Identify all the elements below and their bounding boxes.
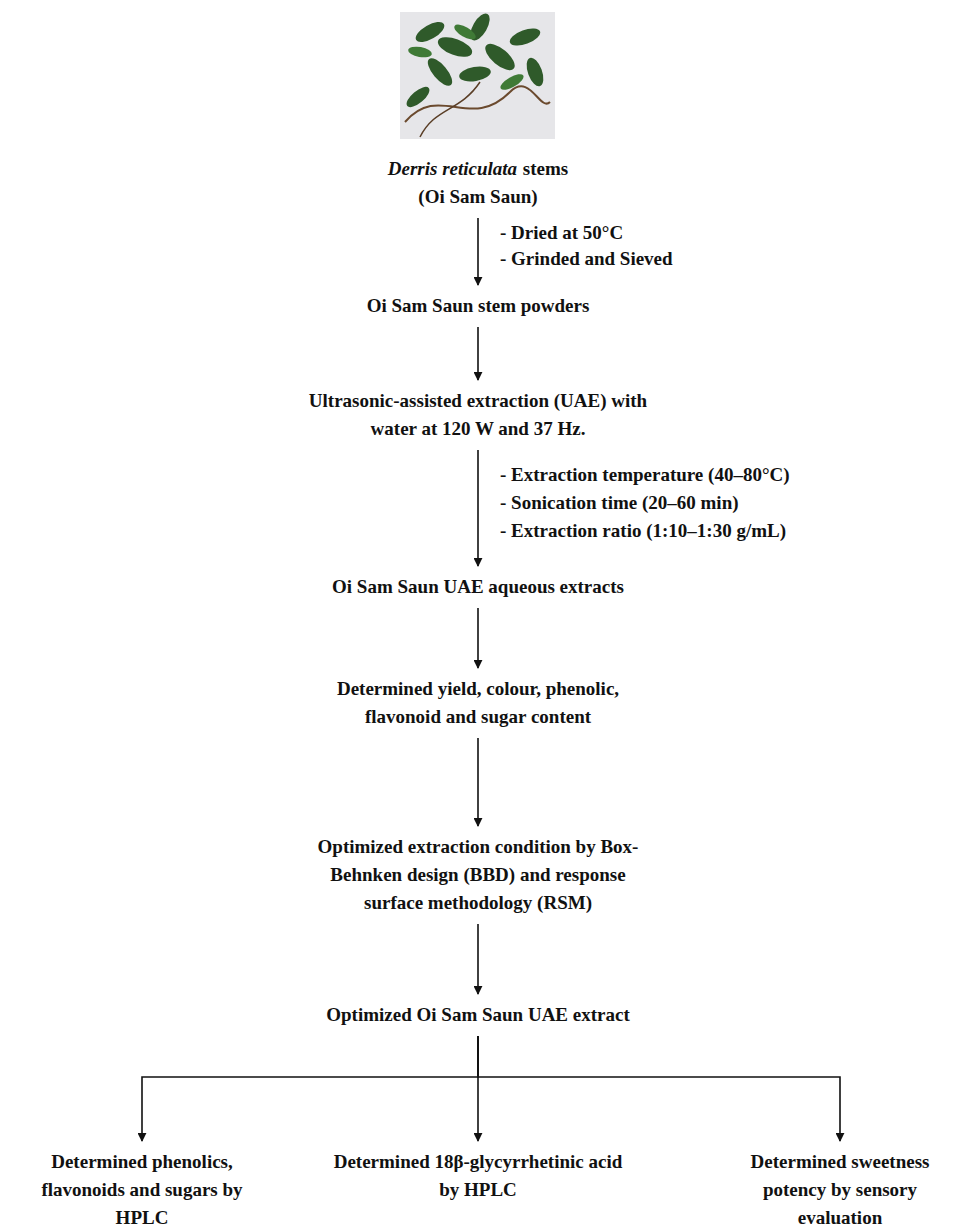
step-text: Derris reticulata <box>388 158 517 179</box>
step-text: Optimized Oi Sam Saun UAE extract <box>326 1004 629 1025</box>
flow-step: Oi Sam Saun stem powders <box>278 290 678 322</box>
step-note: - Extraction temperature (40–80°C) <box>500 462 790 488</box>
step-text: Determined 18β-glycyrrhetinic acid by HP… <box>334 1151 623 1200</box>
flow-step: Oi Sam Saun UAE aqueous extracts <box>268 571 688 603</box>
flow-step: Optimized Oi Sam Saun UAE extract <box>268 999 688 1031</box>
flow-arrow <box>477 327 479 380</box>
step-note: - Grinded and Sieved <box>500 246 673 272</box>
step-text: Determined sweetness potency by sensory … <box>751 1151 930 1228</box>
step-text: Ultrasonic-assisted extraction (UAE) wit… <box>309 390 647 439</box>
step-text: Optimized extraction condition by Box-Be… <box>318 836 639 913</box>
flow-arrow <box>478 1036 840 1141</box>
flow-arrow <box>477 608 479 668</box>
step-note: - Dried at 50°C <box>500 220 623 246</box>
flow-arrow <box>477 738 479 826</box>
flow-arrow <box>477 218 479 285</box>
flow-step: Determined yield, colour, phenolic, flav… <box>308 673 648 733</box>
step-text: Oi Sam Saun UAE aqueous extracts <box>332 576 624 597</box>
flow-step: Ultrasonic-assisted extraction (UAE) wit… <box>293 385 663 445</box>
flow-step: Derris reticulata stems (Oi Sam Saun) <box>328 153 628 213</box>
step-note: - Extraction ratio (1:10–1:30 g/mL) <box>500 518 786 544</box>
flow-step: Determined phenolics, flavonoids and sug… <box>15 1146 270 1228</box>
step-note: - Sonication time (20–60 min) <box>500 490 739 516</box>
step-text: Determined yield, colour, phenolic, flav… <box>337 678 619 727</box>
flow-arrow <box>477 450 479 566</box>
flow-step: Optimized extraction condition by Box-Be… <box>303 831 653 919</box>
step-text: Oi Sam Saun stem powders <box>367 295 590 316</box>
step-text: stems <box>523 158 568 179</box>
plant-photo <box>400 12 555 139</box>
step-text: Determined phenolics, flavonoids and sug… <box>41 1151 242 1228</box>
flow-step: Determined 18β-glycyrrhetinic acid by HP… <box>323 1146 633 1206</box>
flow-arrow <box>142 1036 478 1141</box>
step-text: (Oi Sam Saun) <box>328 183 628 211</box>
flow-arrow <box>477 924 479 994</box>
flow-step: Determined sweetness potency by sensory … <box>724 1146 956 1228</box>
